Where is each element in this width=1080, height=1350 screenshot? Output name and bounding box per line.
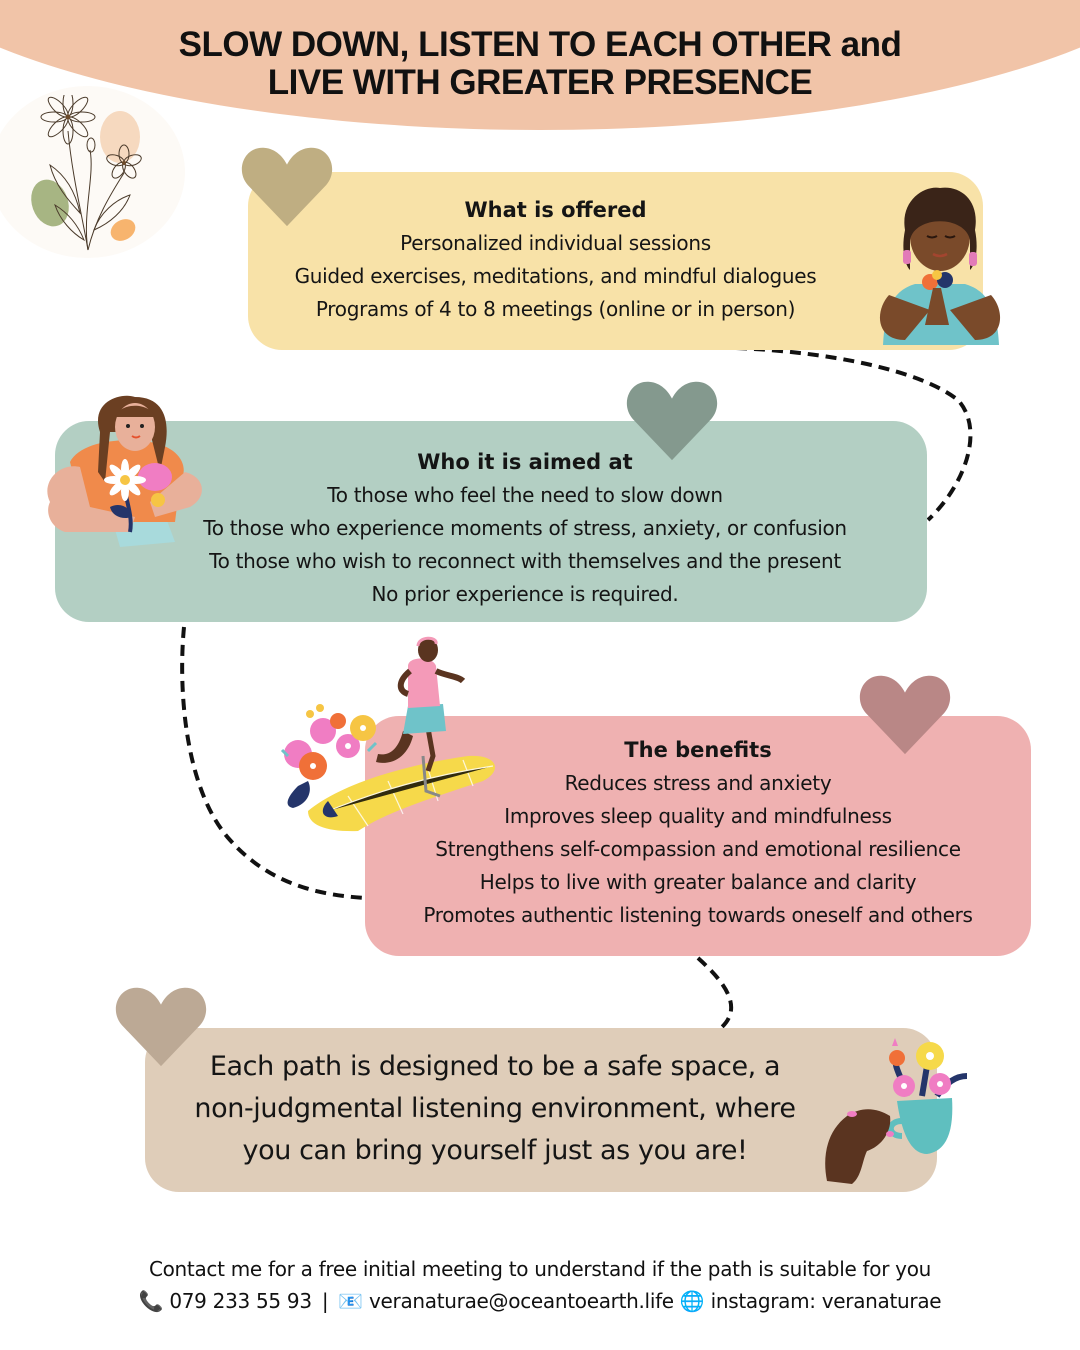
decor-circle bbox=[0, 86, 185, 258]
email-icon: 📧 bbox=[338, 1289, 363, 1313]
globe-icon: 🌐 bbox=[679, 1289, 705, 1313]
closing-line: you can bring yourself just as you are! bbox=[242, 1135, 748, 1166]
audience-item: To those who feel the need to slow down bbox=[327, 483, 723, 507]
audience-item: To those who wish to reconnect with them… bbox=[209, 549, 841, 573]
offered-card: What is offered Personalized individual … bbox=[248, 172, 983, 350]
heart-icon bbox=[859, 675, 951, 755]
heart-icon bbox=[115, 987, 207, 1067]
audience-card: Who it is aimed at To those who feel the… bbox=[55, 421, 927, 622]
benefit-item: Reduces stress and anxiety bbox=[564, 771, 832, 795]
audience-item: To those who experience moments of stres… bbox=[203, 516, 847, 540]
email-link[interactable]: veranaturae@oceantoearth.life bbox=[369, 1289, 674, 1313]
woman-with-flowers-illustration bbox=[879, 187, 1001, 345]
woman-holding-flower-illustration bbox=[47, 395, 202, 547]
audience-heading: Who it is aimed at bbox=[417, 450, 633, 474]
page-title: SLOW DOWN, LISTEN TO EACH OTHER and LIVE… bbox=[0, 26, 1080, 102]
heart-icon bbox=[241, 147, 333, 227]
offered-item: Guided exercises, meditations, and mindf… bbox=[294, 264, 817, 288]
offered-item: Personalized individual sessions bbox=[400, 231, 711, 255]
offered-heading: What is offered bbox=[464, 198, 647, 222]
contact-line: 📞 079 233 55 93 | 📧 veranaturae@oceantoe… bbox=[0, 1285, 1080, 1317]
benefit-item: Helps to live with greater balance and c… bbox=[479, 870, 917, 894]
instagram-link[interactable]: instagram: veranaturae bbox=[710, 1289, 942, 1313]
runner-with-flowers-illustration bbox=[280, 636, 495, 832]
phone-link[interactable]: 079 233 55 93 bbox=[169, 1289, 312, 1313]
benefit-item: Strengthens self-compassion and emotiona… bbox=[435, 837, 961, 861]
heart-icon bbox=[626, 381, 718, 461]
benefit-item: Improves sleep quality and mindfulness bbox=[504, 804, 892, 828]
closing-line: Each path is designed to be a safe space… bbox=[209, 1051, 781, 1082]
footer-cta: Contact me for a free initial meeting to… bbox=[148, 1257, 932, 1281]
separator: | bbox=[321, 1289, 329, 1313]
offered-item: Programs of 4 to 8 meetings (online or i… bbox=[315, 297, 796, 321]
flower-drawing-icon bbox=[31, 95, 142, 251]
closing-line: non-judgmental listening environment, wh… bbox=[194, 1093, 796, 1124]
hand-holding-flower-cup-illustration bbox=[825, 1038, 968, 1184]
contact-footer: Contact me for a free initial meeting to… bbox=[0, 1253, 1080, 1317]
title-line-2: LIVE WITH GREATER PRESENCE bbox=[267, 63, 813, 102]
benefits-heading: The benefits bbox=[624, 738, 772, 762]
title-line-1: SLOW DOWN, LISTEN TO EACH OTHER and bbox=[178, 25, 902, 64]
benefit-item: Promotes authentic listening towards one… bbox=[423, 903, 973, 927]
audience-item: No prior experience is required. bbox=[371, 582, 679, 606]
phone-icon: 📞 bbox=[138, 1289, 164, 1313]
closing-card: Each path is designed to be a safe space… bbox=[145, 1028, 937, 1192]
